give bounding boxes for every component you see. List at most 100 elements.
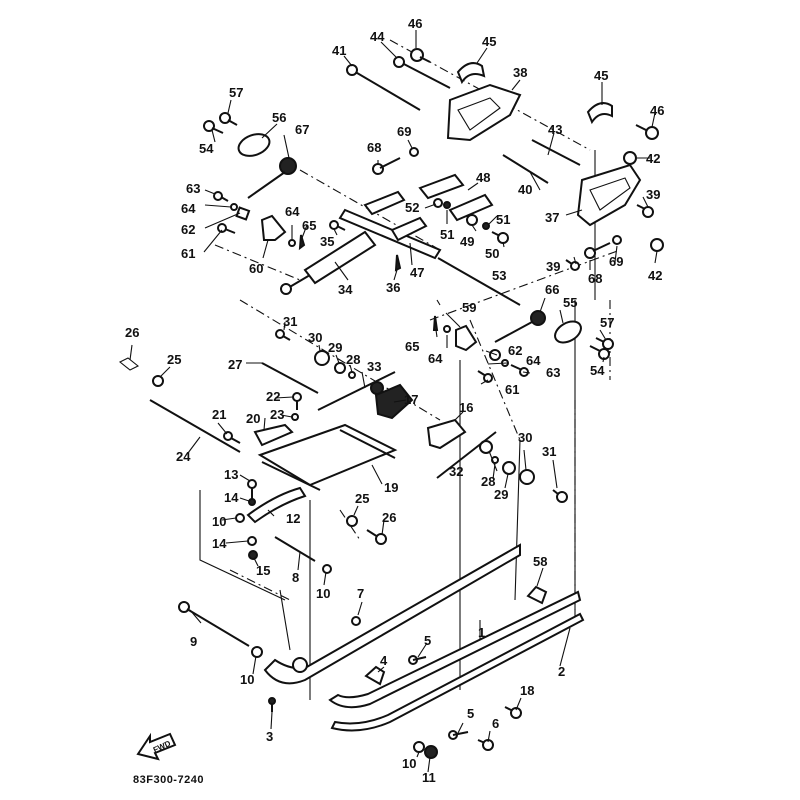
callout-59: 59 — [462, 300, 476, 315]
bolt-63-right — [510, 364, 529, 377]
callout-41: 41 — [332, 43, 346, 58]
bracket-16 — [426, 418, 467, 450]
crossbar-47 — [338, 190, 442, 260]
nut-62-left — [235, 206, 251, 221]
callout-33: 33 — [367, 359, 381, 374]
washer-10-upper — [235, 513, 245, 523]
bolt-61-right — [477, 370, 493, 383]
callout-67: 67 — [295, 122, 309, 137]
callout-29: 29 — [328, 340, 342, 355]
bolt-26-bottom — [366, 529, 387, 545]
callout-labels: 41 44 46 45 38 45 46 43 42 40 39 37 57 5… — [125, 16, 664, 785]
callout-30: 30 — [518, 430, 532, 445]
cap-45-right — [586, 102, 613, 125]
washer-64-right-a — [443, 325, 451, 333]
nut-69-right — [612, 235, 622, 245]
bolt-63-left — [213, 191, 229, 202]
bushing-29-bottom — [502, 461, 516, 475]
callout-39: 39 — [646, 187, 660, 202]
bolt-46-left — [410, 48, 431, 63]
washer-14-top — [248, 498, 256, 506]
pin-65-left — [298, 234, 306, 251]
bolt-39-lower — [565, 259, 580, 271]
spring-67 — [247, 157, 297, 199]
bolt-9 — [178, 601, 250, 647]
callout-64: 64 — [428, 351, 443, 366]
callout-64: 64 — [285, 204, 300, 219]
cap-25-bottom — [346, 515, 358, 527]
bolt-68-right — [584, 242, 611, 259]
rod-24 — [149, 399, 241, 453]
callout-20: 20 — [246, 411, 260, 426]
mount-58 — [526, 585, 548, 605]
pin-65-right — [432, 315, 439, 331]
bracket-20 — [253, 423, 294, 447]
bolt-6 — [477, 739, 494, 751]
bushing-49 — [466, 214, 478, 226]
bracket-37 — [576, 163, 642, 227]
callout-22: 22 — [266, 389, 280, 404]
bolt-50 — [491, 231, 509, 244]
rod-40 — [502, 154, 549, 184]
washer-14-bottom — [247, 536, 257, 546]
bolt-57-right — [595, 337, 614, 350]
callout-68: 68 — [588, 271, 602, 286]
callout-64: 64 — [526, 353, 541, 368]
washer-10-lower — [251, 646, 263, 658]
bolt-13 — [247, 479, 257, 500]
spring-32 — [436, 431, 497, 479]
callout-48: 48 — [476, 170, 490, 185]
rod-53 — [437, 257, 521, 306]
plate-55 — [554, 320, 582, 344]
bracket-60 — [260, 214, 287, 241]
callout-11: 11 — [422, 770, 436, 785]
callout-25: 25 — [355, 491, 369, 506]
callout-64: 64 — [181, 201, 196, 216]
callout-51: 51 — [496, 212, 510, 227]
nut-42-bottom — [650, 238, 664, 252]
callout-40: 40 — [518, 182, 532, 197]
cap-30-bottom — [519, 469, 535, 485]
callout-66: 66 — [545, 282, 559, 297]
rod-43 — [531, 139, 581, 166]
spring-66 — [494, 310, 546, 343]
pin-26-top — [118, 357, 140, 371]
bolt-39-right — [636, 204, 654, 218]
clip-5-lower — [448, 730, 469, 740]
callout-14: 14 — [224, 490, 239, 505]
shaft-8 — [274, 536, 316, 562]
callout-42: 42 — [646, 151, 660, 166]
callout-69: 69 — [609, 254, 623, 269]
nut-11 — [424, 745, 438, 759]
nut-23 — [291, 413, 299, 421]
callout-46: 46 — [408, 16, 422, 31]
callout-21: 21 — [212, 407, 226, 422]
callout-49: 49 — [460, 234, 474, 249]
bracket-59 — [455, 324, 478, 352]
callout-54: 54 — [199, 141, 214, 156]
washer-51-right — [482, 222, 490, 230]
callout-50: 50 — [485, 246, 499, 261]
callout-65: 65 — [405, 339, 419, 354]
bolt-31-bottom — [552, 489, 568, 503]
callout-45: 45 — [594, 68, 608, 83]
callout-8: 8 — [292, 570, 299, 585]
callout-51: 51 — [440, 227, 454, 242]
callout-47: 47 — [410, 265, 424, 280]
callout-36: 36 — [386, 280, 400, 295]
callout-28: 28 — [346, 352, 360, 367]
callout-46: 46 — [650, 103, 664, 118]
ski-1 — [328, 590, 582, 709]
clip-5-upper — [408, 655, 427, 665]
callout-58: 58 — [533, 554, 547, 569]
callout-10: 10 — [316, 586, 330, 601]
callout-42: 42 — [648, 268, 662, 283]
callout-17: 17 — [404, 392, 418, 407]
bolt-35 — [329, 220, 346, 231]
callout-24: 24 — [176, 449, 191, 464]
callout-62: 62 — [181, 222, 195, 237]
pin-36 — [394, 254, 402, 272]
callout-60: 60 — [249, 261, 263, 276]
callout-31: 31 — [283, 314, 297, 329]
